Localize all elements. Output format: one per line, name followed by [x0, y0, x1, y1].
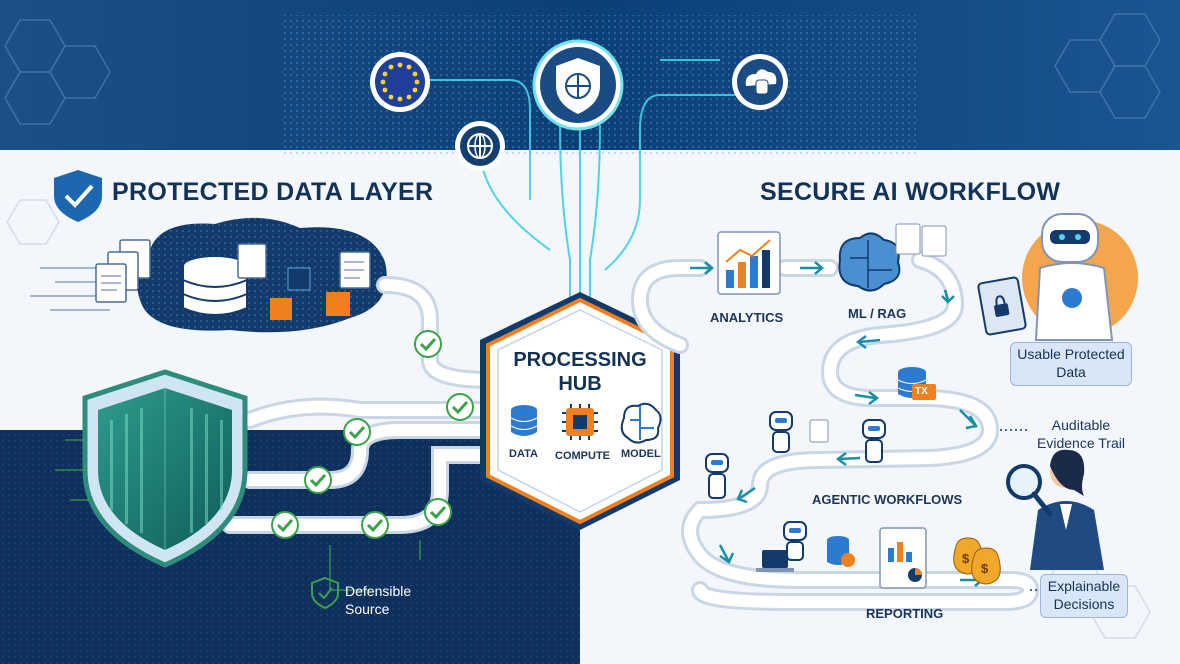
money-bag-icon: $ $ — [953, 537, 1001, 585]
svg-text:$: $ — [981, 561, 989, 576]
right-section-title: SECURE AI WORKFLOW — [760, 178, 1061, 206]
hub-item-data: DATA — [509, 448, 538, 460]
reporting-label: REPORTING — [866, 606, 944, 621]
database-icon — [182, 255, 248, 316]
left-section-title: PROTECTED DATA LAYER — [112, 178, 434, 206]
defensible-source-label: Defensible Source — [345, 583, 412, 617]
auditable-evidence-callout: Auditable Evidence Trail — [1037, 417, 1125, 451]
assistant-robot-icon — [1034, 213, 1114, 341]
agentic-workflows-label: AGENTIC WORKFLOWS — [812, 492, 963, 507]
check-icon — [271, 330, 474, 539]
laptop-icon — [756, 550, 794, 572]
cube-icon — [270, 267, 350, 320]
shield-globe-icon — [532, 39, 624, 131]
usable-protected-data-callout: Usable Protected Data — [1010, 342, 1132, 386]
ml-brain-icon — [838, 223, 947, 292]
explainable-decisions-callout: Explainable Decisions — [1040, 574, 1128, 618]
defensible-shield-icon — [311, 576, 339, 610]
globe-icon — [455, 121, 505, 171]
database-stack-icon — [827, 536, 855, 567]
robot-document-icon — [809, 419, 829, 443]
document-icon — [95, 239, 371, 303]
shield-check-icon — [54, 170, 102, 222]
magnifier-icon — [1006, 464, 1053, 517]
svg-text:$: $ — [962, 551, 970, 566]
shield-icon — [82, 369, 248, 568]
ml-rag-label: ML / RAG — [848, 306, 907, 321]
report-document-icon — [879, 527, 927, 589]
brain-icon — [620, 402, 662, 444]
analyst-figure — [1030, 449, 1104, 570]
cloud-database-icon — [732, 54, 788, 110]
hub-item-model: MODEL — [621, 448, 661, 460]
tablet-lock-icon — [977, 276, 1027, 336]
eu-flag-icon — [370, 52, 430, 112]
bar-chart-icon — [717, 231, 781, 295]
hub-item-compute: COMPUTE — [555, 450, 610, 462]
hub-database-icon — [510, 405, 538, 436]
analytics-label: ANALYTICS — [710, 310, 784, 325]
tx-database-icon — [897, 367, 936, 400]
hub-title: PROCESSING HUB — [513, 349, 647, 395]
tx-badge: TX — [915, 386, 928, 397]
chip-icon — [562, 404, 598, 440]
